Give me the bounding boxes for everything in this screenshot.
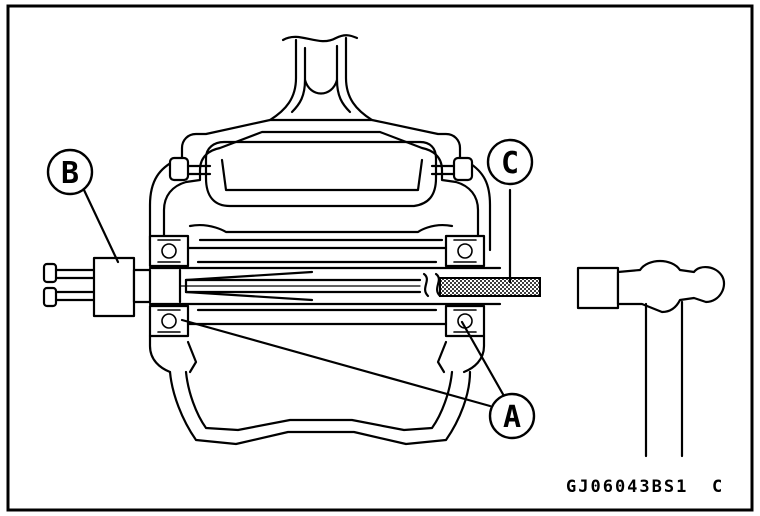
bearing-remover-head — [42, 256, 152, 318]
label-b: B — [46, 148, 94, 196]
remover-shaft-bar — [439, 277, 541, 297]
figure-suffix: C — [712, 477, 724, 497]
hammer-icon — [576, 259, 726, 458]
label-a: A — [488, 392, 536, 440]
wheel-hub-drawing — [148, 34, 502, 446]
label-c-text: C — [501, 146, 519, 181]
label-a-text: A — [503, 400, 521, 435]
label-b-text: B — [61, 156, 79, 191]
figure-border — [6, 4, 754, 512]
leader-lines — [82, 188, 512, 408]
figure-code: GJ06043BS1 — [566, 477, 688, 497]
label-c: C — [486, 138, 534, 186]
